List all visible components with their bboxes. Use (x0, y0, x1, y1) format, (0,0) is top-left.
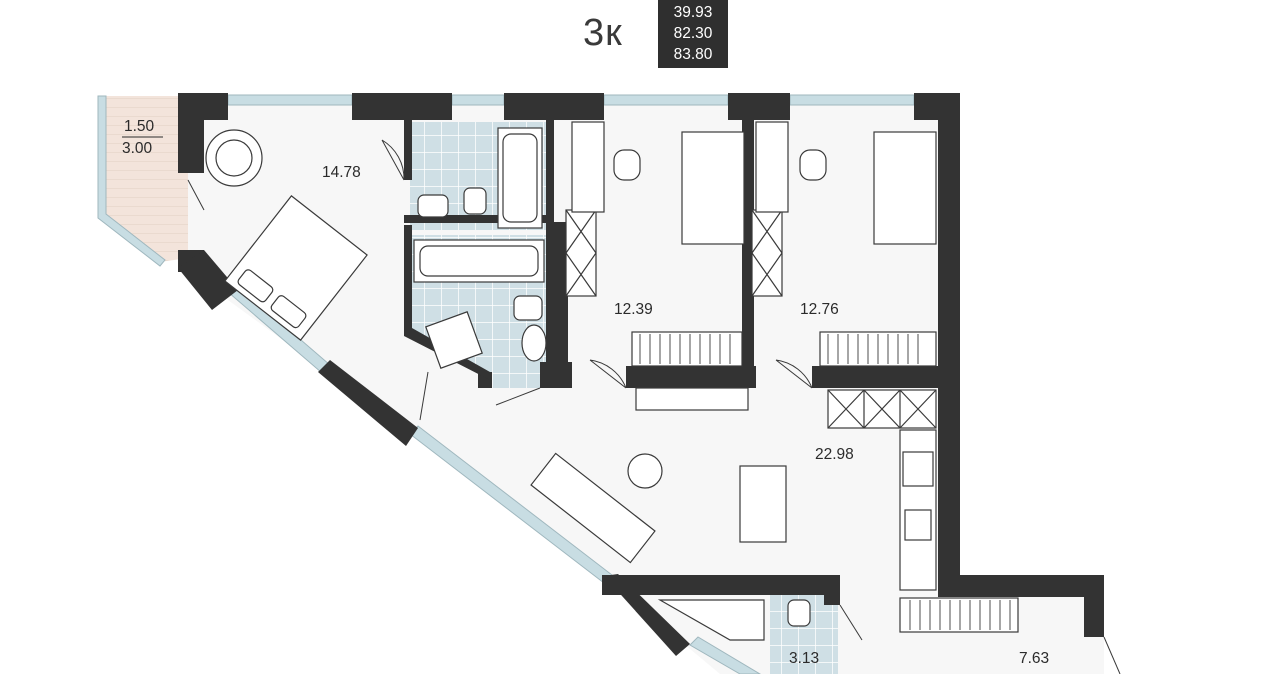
double-bed-icon (224, 195, 368, 341)
tv-stand-icon (635, 387, 749, 411)
balcony-area-label: 1.50 (124, 118, 155, 135)
wc-area-label: 3.13 (789, 650, 819, 667)
desk-chair-icon (613, 149, 641, 181)
single-bed-icon (681, 131, 745, 245)
balcony-full-area-label: 3.00 (122, 140, 153, 157)
shower-icon (425, 311, 483, 369)
wardrobe-2-icon (751, 209, 783, 297)
single-bed-2-icon (873, 131, 937, 245)
window-bedroom2-top (603, 94, 729, 106)
window-bedroom-top (227, 94, 353, 106)
window-bedroom3-top (789, 94, 915, 106)
floor-plan: 1.50 3.00 14.78 12.39 12.76 22.98 3.13 7… (97, 93, 1121, 674)
round-table-icon (627, 453, 663, 489)
balcony-glazing (97, 95, 166, 267)
desk-icon (571, 121, 605, 213)
total-area-value: 82.30 (673, 25, 713, 42)
doors (187, 139, 1121, 674)
closet-icon (631, 331, 743, 367)
hallway-area-label: 7.63 (1019, 650, 1049, 667)
window-diagonal-3 (689, 636, 761, 674)
total-with-balcony-area-value: 83.80 (673, 46, 713, 63)
desk-chair-2-icon (799, 149, 827, 181)
wc-sink-icon (657, 599, 765, 641)
furniture (205, 121, 1019, 641)
sofa-icon (530, 452, 656, 564)
bedroom-3-area-label: 12.76 (800, 301, 839, 318)
dining-table-icon (739, 465, 787, 543)
wardrobe-icon (565, 209, 597, 297)
cooktop-icon (902, 451, 934, 487)
plan-header: 3к 39.93 82.30 83.80 (0, 0, 1280, 74)
toilet-icon (463, 187, 487, 215)
bedroom-2-area-label: 12.39 (614, 301, 653, 318)
kitchen-sink-icon (904, 509, 932, 541)
area-summary-box: 39.93 82.30 83.80 (658, 0, 728, 68)
kitchen-living-area-label: 22.98 (815, 446, 854, 463)
toilet-2-icon (513, 295, 543, 321)
living-area-value: 39.93 (673, 4, 713, 21)
desk-2-icon (755, 121, 789, 213)
master-bedroom-area-label: 14.78 (322, 164, 361, 181)
wc-toilet-icon (787, 599, 811, 627)
sink-icon (417, 194, 449, 218)
window-bathroom-top (451, 94, 505, 106)
walls (178, 93, 1104, 656)
sink-2-icon (521, 324, 547, 362)
room-area-labels: 1.50 3.00 14.78 12.39 12.76 22.98 3.13 7… (122, 118, 1049, 667)
rooms-count-label: 3к (583, 12, 623, 54)
